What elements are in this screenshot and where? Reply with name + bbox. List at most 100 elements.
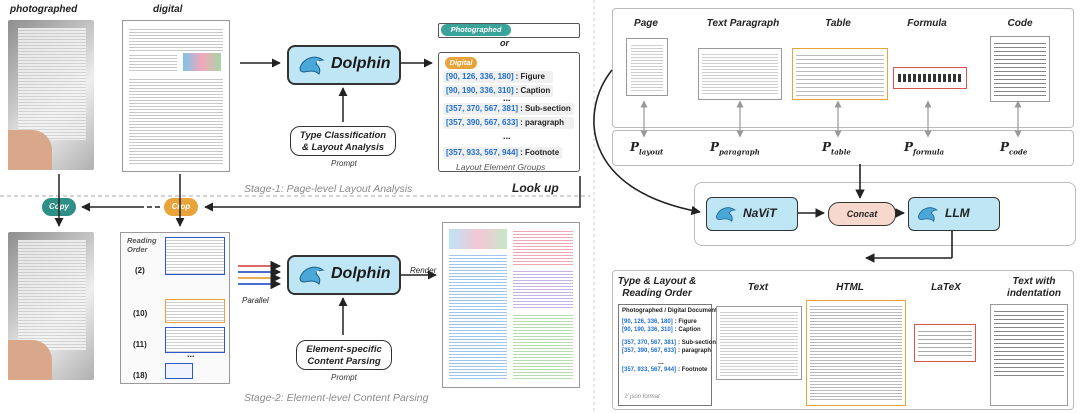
json-coords: [90, 126, 336, 180]: [622, 319, 673, 325]
photographed-pill: Photographed: [441, 24, 511, 36]
formula-example: [893, 67, 967, 89]
look-up-label: Look up: [512, 181, 559, 195]
output-header-indent: Text with indentation: [1007, 276, 1061, 299]
concat-node: Concat: [828, 202, 896, 226]
prompt-token: Playout: [630, 140, 663, 156]
html-output: [806, 300, 906, 406]
input-header-0: Page: [634, 18, 658, 29]
input-header-3: Formula: [907, 18, 947, 29]
layout-element-row: [357, 390, 567, 633]: paragraph: [443, 117, 574, 129]
input-header-1: Text Paragraph: [706, 18, 780, 29]
cropped-element-formula: [165, 363, 193, 379]
json-item: [90, 190, 336, 310]: Caption: [622, 326, 716, 334]
prompt-main: P: [630, 140, 640, 154]
layout-element-groups-box: Digital [90, 126, 336, 180]: Figure[90, …: [438, 52, 580, 172]
reading-order-label: Reading Order: [127, 236, 157, 254]
or-label: or: [500, 38, 509, 48]
digital-label: digital: [153, 4, 183, 15]
cropped-element-paragraph: [165, 237, 225, 275]
json-ellipsis: ...: [658, 359, 664, 366]
element-coords: [357, 390, 567, 633]: [446, 118, 519, 127]
figure-thumbnail: [183, 53, 221, 71]
digital-document-image: [122, 20, 230, 172]
json-item: [357, 370, 567, 381]: Sub-section: [622, 339, 716, 347]
prompts-panel: [612, 130, 1074, 166]
dolphin-name: Dolphin: [331, 55, 391, 72]
order-item: (10): [133, 309, 148, 318]
layout-element-row: [90, 126, 336, 180]: Figure: [443, 71, 554, 83]
prompt-token: Pcode: [1000, 140, 1027, 156]
json-header: Photographed / Digital Document: [622, 308, 718, 314]
element-type-label: : Caption: [515, 86, 551, 95]
layout-element-row: [90, 190, 336, 310]: Caption: [443, 85, 554, 97]
layout-element-row: [357, 933, 567, 944]: Footnote: [443, 147, 563, 159]
input-header-4: Code: [1007, 18, 1033, 29]
output-header-html: HTML: [836, 282, 864, 293]
dolphin-name: Dolphin: [331, 265, 391, 282]
rendered-left-column: [449, 253, 507, 381]
indentation-output: [990, 304, 1068, 406]
render-label: Render: [410, 266, 437, 275]
rendered-figure: [449, 229, 507, 249]
crop-circle: Crop: [164, 198, 198, 216]
input-header-2: Table: [825, 18, 851, 29]
type-box-line2: & Layout Analysis: [301, 142, 384, 153]
llm-name: LLM: [945, 206, 970, 220]
rendered-right-top: [513, 229, 573, 265]
element-type-label: : Figure: [515, 72, 545, 81]
order-item: (18): [133, 371, 148, 380]
json-label: : Caption: [674, 327, 701, 333]
ellipsis-3: ...: [187, 349, 195, 359]
json-item: [357, 390, 567, 633]: paragraph: [622, 347, 716, 355]
text-output: [716, 306, 802, 380]
prompt-label-stage2: Prompt: [331, 373, 357, 382]
dolphin-logo-icon: [299, 56, 325, 75]
prompt-main: P: [822, 140, 832, 154]
prompt-main: P: [904, 140, 914, 154]
order-item: (11): [133, 340, 147, 349]
rendered-output-page: [442, 222, 580, 388]
table-example: [792, 48, 888, 100]
reading-order-panel: Reading Order (2) (10) (11) ... (18): [120, 232, 230, 384]
type-classification-prompt-box: Type Classification & Layout Analysis: [290, 126, 396, 156]
digital-pill: Digital: [445, 57, 477, 69]
ellipsis-1: ...: [503, 93, 511, 103]
element-type-label: : Sub-section: [520, 104, 571, 113]
element-type-label: : paragraph: [520, 118, 565, 127]
stage1-label: Stage-1: Page-level Layout Analysis: [244, 183, 413, 195]
ellipsis-2: ...: [503, 131, 511, 141]
prompt-main: P: [710, 140, 720, 154]
json-label: : Figure: [674, 319, 697, 325]
photographed-document-image: [8, 20, 94, 170]
json-coords: [357, 933, 567, 944]: [622, 367, 677, 373]
prompt-main: P: [1000, 140, 1010, 154]
prompt-sub: layout: [639, 147, 664, 157]
photographed-output-bar: Photographed: [438, 23, 580, 38]
order-item: (2): [135, 266, 145, 275]
element-coords: [90, 190, 336, 310]: [446, 86, 514, 95]
json-item: [357, 933, 567, 944]: Footnote: [622, 366, 716, 374]
left-connectors: [0, 0, 595, 413]
prompt-token: Pformula: [904, 140, 944, 156]
rendered-right-mid: [513, 269, 573, 309]
stage2-label: Stage-2: Element-level Content Parsing: [244, 392, 429, 404]
latex-output: [914, 324, 976, 362]
layout-element-row: [357, 370, 567, 381]: Sub-section: [443, 103, 574, 115]
json-coords: [357, 390, 567, 633]: [622, 348, 677, 354]
page-example: [626, 38, 668, 96]
parallel-label: Parallel: [242, 296, 269, 305]
json-label: : Footnote: [678, 367, 708, 373]
rendered-right-bottom: [513, 313, 573, 381]
prompt-sub: code: [1009, 147, 1028, 157]
element-coords: [90, 126, 336, 180]: [446, 72, 514, 81]
navit-encoder: NaViT: [706, 197, 798, 231]
json-format-label: // json format: [625, 394, 660, 400]
input-examples-panel: [612, 8, 1074, 128]
dolphin-logo-icon: [299, 266, 325, 285]
prompt-sub: table: [831, 147, 851, 157]
layout-element-groups-label: Layout Element Groups: [456, 162, 546, 172]
navit-name: NaViT: [743, 206, 777, 220]
json-item: [90, 126, 336, 180]: Figure: [622, 318, 716, 326]
dolphin-logo-icon: [715, 207, 737, 222]
